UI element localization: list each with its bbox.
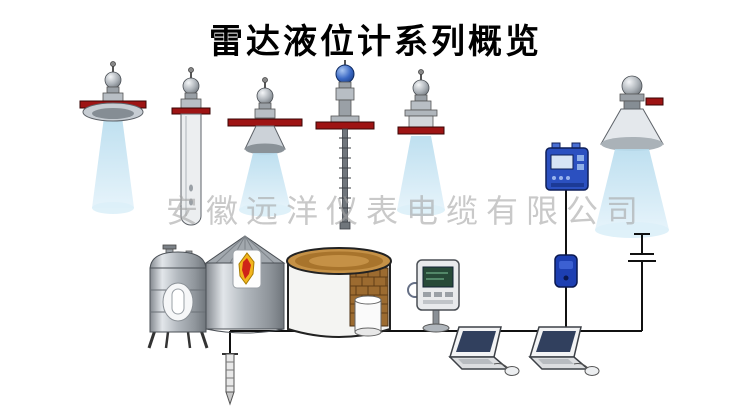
remote-display-transmitter: [545, 142, 589, 191]
laptop-workstation-1: [448, 326, 520, 376]
rod-antenna-radar-icon: [397, 69, 445, 216]
large-horn-antenna-radar-icon: [595, 75, 669, 238]
tube-antenna-radar-icon: [171, 67, 211, 226]
company-watermark: 安徽远洋仪表电缆有限公司: [166, 192, 647, 230]
horn-antenna-radar-icon: [227, 77, 303, 217]
guided-wave-cable-radar-icon: [315, 60, 375, 230]
field-indicator: [407, 259, 460, 333]
storage-tank-small: [147, 244, 209, 349]
parabolic-antenna-radar-icon: [79, 61, 147, 214]
level-probe: [222, 353, 238, 406]
junction-box: [554, 254, 578, 288]
laptop-workstation-2: [528, 326, 600, 376]
cone-roof-tank: [204, 235, 286, 334]
diagram-title: 雷达液位计系列概览: [209, 22, 542, 62]
open-top-tank: [286, 247, 392, 338]
